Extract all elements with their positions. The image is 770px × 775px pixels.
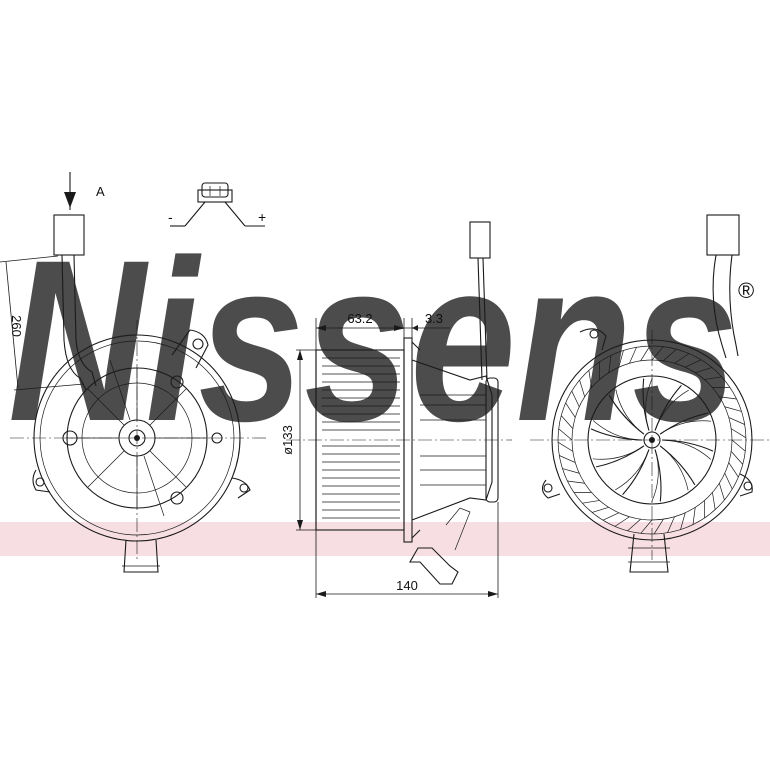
gap-value: 3.3 xyxy=(425,311,443,326)
minus-label: - xyxy=(168,209,173,225)
impeller-blade xyxy=(567,481,584,483)
impeller-blade xyxy=(725,473,732,489)
plus-label: + xyxy=(258,209,266,225)
watermark-text: Nissens xyxy=(8,212,738,469)
view-arrow-label: A xyxy=(96,184,105,199)
view-arrow: A xyxy=(64,172,105,210)
impeller-blade xyxy=(693,507,695,524)
registered-mark: ® xyxy=(738,278,754,303)
impeller-blade xyxy=(582,500,599,503)
depth-value: 63.2 xyxy=(347,311,372,326)
cable-length-value: 260 xyxy=(9,315,24,337)
impeller-blade xyxy=(719,483,724,500)
impeller-blade xyxy=(712,492,715,509)
impeller-blade xyxy=(562,469,579,474)
impeller-blade xyxy=(603,513,619,520)
impeller-blade xyxy=(592,507,609,512)
total-depth-value: 140 xyxy=(396,578,418,593)
